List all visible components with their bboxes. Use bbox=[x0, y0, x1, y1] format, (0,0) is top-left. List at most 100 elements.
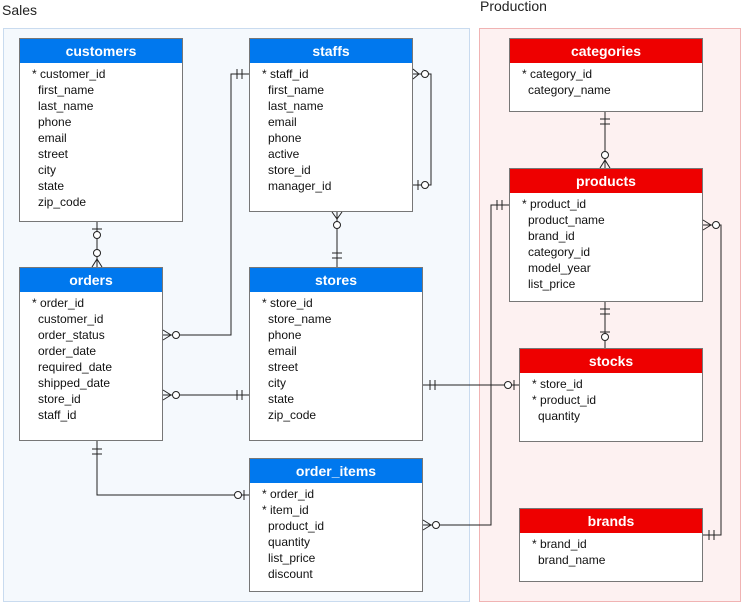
field-name: order_id bbox=[270, 487, 315, 501]
field: zip_code bbox=[20, 194, 182, 210]
field-name: customer_id bbox=[38, 312, 104, 326]
field-name: category_id bbox=[530, 67, 593, 81]
relationship-staffs-manager bbox=[412, 68, 432, 190]
field-name: city bbox=[268, 376, 286, 390]
field: last_name bbox=[250, 98, 412, 114]
field-name: staff_id bbox=[38, 408, 77, 422]
field-name: quantity bbox=[538, 409, 581, 423]
field: category_id bbox=[510, 244, 702, 260]
primary-key-field: * product_id bbox=[510, 196, 702, 212]
relationship-brands-products bbox=[702, 219, 722, 540]
relationship-stores-orders bbox=[162, 389, 249, 401]
field: store_id bbox=[20, 391, 162, 407]
entity-title: customers bbox=[20, 39, 182, 63]
asterisk-icon: * bbox=[262, 67, 271, 81]
field-name: product_id bbox=[530, 197, 587, 211]
asterisk-icon: * bbox=[532, 377, 541, 391]
field-name: order_status bbox=[38, 328, 105, 342]
asterisk-icon: * bbox=[532, 537, 541, 551]
primary-key-field: * item_id bbox=[250, 502, 422, 518]
field: city bbox=[250, 375, 422, 391]
relationship-products-stocks bbox=[600, 302, 610, 348]
primary-key-field: * order_id bbox=[20, 295, 162, 311]
asterisk-icon: * bbox=[262, 487, 271, 501]
field: order_status bbox=[20, 327, 162, 343]
field: phone bbox=[250, 327, 422, 343]
field: brand_name bbox=[520, 552, 702, 568]
field: model_year bbox=[510, 260, 702, 276]
field-name: category_name bbox=[528, 83, 611, 97]
asterisk-icon: * bbox=[32, 67, 41, 81]
entity-title: brands bbox=[520, 509, 702, 533]
field-name: product_id bbox=[540, 393, 597, 407]
relationship-stores-stocks bbox=[423, 380, 519, 390]
relationship-orders-order-items bbox=[92, 441, 249, 500]
entity-title: stocks bbox=[520, 349, 702, 373]
field-name: model_year bbox=[528, 261, 591, 275]
field-name: list_price bbox=[528, 277, 576, 291]
relationship-stores-staffs bbox=[331, 211, 343, 267]
field-name: order_id bbox=[40, 296, 85, 310]
field: category_name bbox=[510, 82, 702, 98]
field-name: state bbox=[268, 392, 295, 406]
field-name: street bbox=[268, 360, 299, 374]
entity-title: order_items bbox=[250, 459, 422, 483]
section-label-production: Production bbox=[480, 0, 547, 14]
field-name: manager_id bbox=[268, 179, 332, 193]
field: phone bbox=[250, 130, 412, 146]
field-name: first_name bbox=[38, 83, 95, 97]
field: shipped_date bbox=[20, 375, 162, 391]
field: product_id bbox=[250, 518, 422, 534]
field-name: item_id bbox=[270, 503, 309, 517]
entity-title: staffs bbox=[250, 39, 412, 63]
field-name: email bbox=[268, 115, 297, 129]
primary-key-field: * store_id bbox=[250, 295, 422, 311]
field-name: store_id bbox=[270, 296, 313, 310]
primary-key-field: * category_id bbox=[510, 66, 702, 82]
field-name: product_id bbox=[268, 519, 325, 533]
field-name: email bbox=[38, 131, 67, 145]
field-name: zip_code bbox=[38, 195, 87, 209]
field: first_name bbox=[250, 82, 412, 98]
entity-title: orders bbox=[20, 268, 162, 292]
primary-key-field: * order_id bbox=[250, 486, 422, 502]
field: quantity bbox=[520, 408, 702, 424]
field-name: state bbox=[38, 179, 65, 193]
entity-title: categories bbox=[510, 39, 702, 63]
field: street bbox=[250, 359, 422, 375]
entity-title: stores bbox=[250, 268, 422, 292]
field-name: category_id bbox=[528, 245, 591, 259]
primary-key-field: * store_id bbox=[520, 376, 702, 392]
field-name: discount bbox=[268, 567, 313, 581]
field-name: list_price bbox=[268, 551, 316, 565]
field: phone bbox=[20, 114, 182, 130]
field-name: store_id bbox=[540, 377, 583, 391]
field-name: product_name bbox=[528, 213, 605, 227]
field: product_name bbox=[510, 212, 702, 228]
field: state bbox=[20, 178, 182, 194]
field-name: brand_id bbox=[540, 537, 587, 551]
field-name: phone bbox=[268, 328, 302, 342]
asterisk-icon: * bbox=[262, 296, 271, 310]
field-name: store_id bbox=[268, 163, 311, 177]
field-name: shipped_date bbox=[38, 376, 111, 390]
field: customer_id bbox=[20, 311, 162, 327]
field: store_id bbox=[250, 162, 412, 178]
field: zip_code bbox=[250, 407, 422, 423]
asterisk-icon: * bbox=[532, 393, 541, 407]
field-name: email bbox=[268, 344, 297, 358]
